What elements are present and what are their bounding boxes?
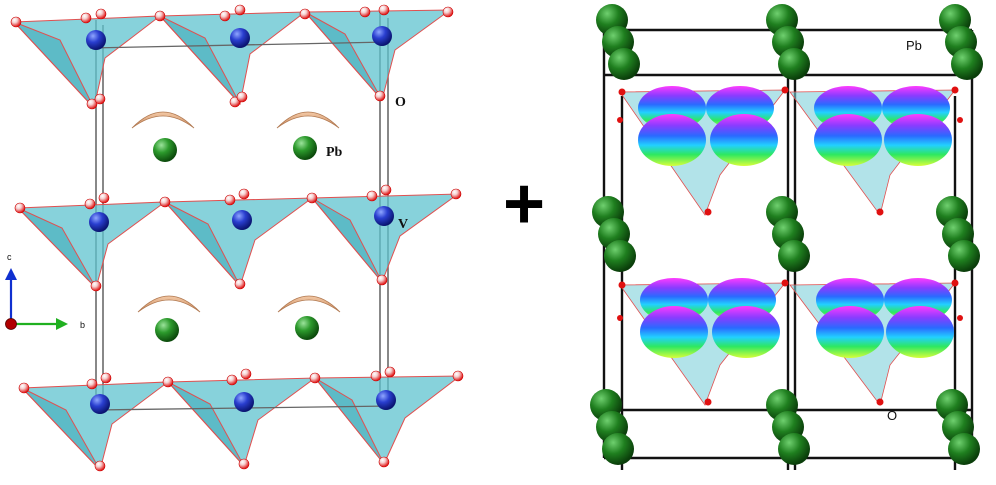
lead-atom-stack (590, 389, 634, 465)
vo4-tetrahedron (158, 11, 307, 106)
lone-pair-isosurface-group (814, 86, 952, 166)
oxygen-label: O (395, 95, 406, 110)
lone-pair-isosurface-group (638, 86, 778, 166)
axis-b-label: b (80, 320, 85, 330)
lead-label: Pb (326, 145, 343, 160)
lead-atom (155, 318, 179, 342)
lead-atom (153, 138, 177, 162)
plus-operator: + (503, 164, 545, 244)
vo4-tetrahedron (313, 375, 462, 465)
oxygen-atom (18, 366, 464, 472)
axis-c-label: c (7, 252, 12, 262)
vo4-layer-bottom (18, 366, 464, 472)
vanadium-atom (372, 26, 392, 46)
vo4-tetrahedron (303, 9, 452, 102)
vanadium-label: V (398, 217, 408, 232)
left-panel: O Pb V c b (5, 4, 464, 472)
right-panel: Pb O (590, 4, 983, 470)
lead-atom-stack (766, 196, 810, 272)
lead-label: Pb (906, 38, 922, 53)
vanadium-atom (232, 210, 252, 230)
lead-atom-stack (936, 389, 980, 465)
oxygen-atom (10, 4, 454, 110)
vanadium-atom (89, 212, 109, 232)
lead-atom (293, 136, 317, 160)
vanadium-atom (230, 28, 250, 48)
vo4-tetrahedron (163, 197, 314, 287)
vanadium-atom (376, 390, 396, 410)
vanadium-atom (374, 206, 394, 226)
lead-atom (295, 316, 319, 340)
vo4-tetrahedron (16, 201, 167, 289)
vanadium-atom (86, 30, 106, 50)
lead-atom-stack (592, 196, 636, 272)
vanadium-atom (90, 394, 110, 414)
vo4-tetrahedron (166, 377, 317, 467)
vanadium-atom (234, 392, 254, 412)
lone-pair-isosurface-group (816, 278, 954, 358)
lead-atom-stack (766, 389, 810, 465)
vo4-layer-middle (14, 184, 462, 292)
lone-pair-lobe (276, 111, 340, 129)
lone-pair-lobe (131, 111, 195, 129)
vo4-layer-top (10, 4, 454, 110)
lead-atom-stack (936, 196, 980, 272)
oxygen-atom (14, 184, 462, 292)
lead-atom-stack (596, 4, 640, 80)
lone-pair-isosurface-group (640, 278, 780, 358)
lead-atom-stack (766, 4, 810, 80)
lead-atom-stack (939, 4, 983, 80)
axes-indicator: c b (5, 252, 85, 330)
vo4-tetrahedron (20, 381, 170, 471)
vo4-tetrahedron (310, 193, 460, 283)
oxygen-label: O (887, 408, 897, 423)
origin-dot (5, 318, 17, 330)
lone-pair-lobe (137, 295, 201, 313)
vo4-tetrahedron (12, 15, 162, 110)
lone-pair-lobe (277, 295, 341, 313)
